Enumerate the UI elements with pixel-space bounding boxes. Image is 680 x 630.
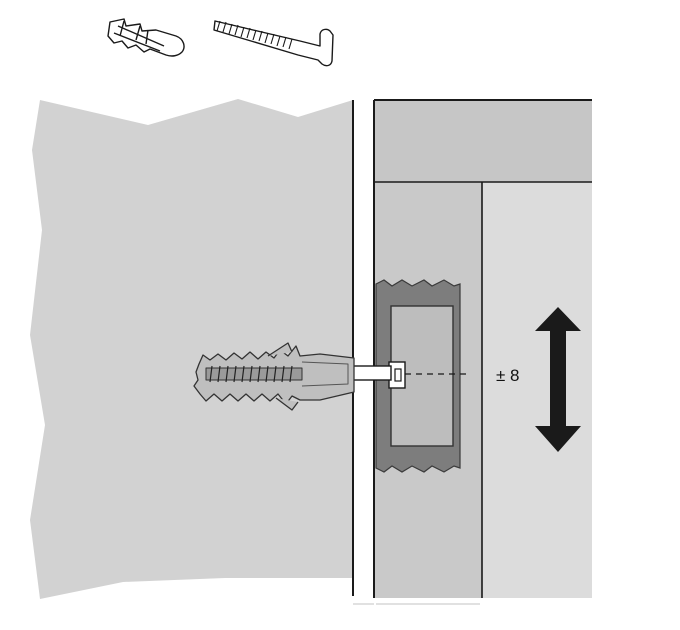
hook-screw-icon bbox=[213, 20, 334, 67]
cabinet-interior bbox=[482, 182, 592, 598]
tolerance-label: ± 8 bbox=[496, 366, 520, 385]
wall bbox=[30, 99, 353, 599]
wall-plug bbox=[193, 342, 355, 411]
vertical-adjust-arrow-icon bbox=[535, 307, 581, 452]
hook-screw-shank bbox=[352, 365, 392, 381]
wall-plug-icon bbox=[107, 18, 185, 57]
cabinet-top-panel bbox=[374, 100, 592, 182]
hanging-bracket bbox=[375, 279, 461, 473]
